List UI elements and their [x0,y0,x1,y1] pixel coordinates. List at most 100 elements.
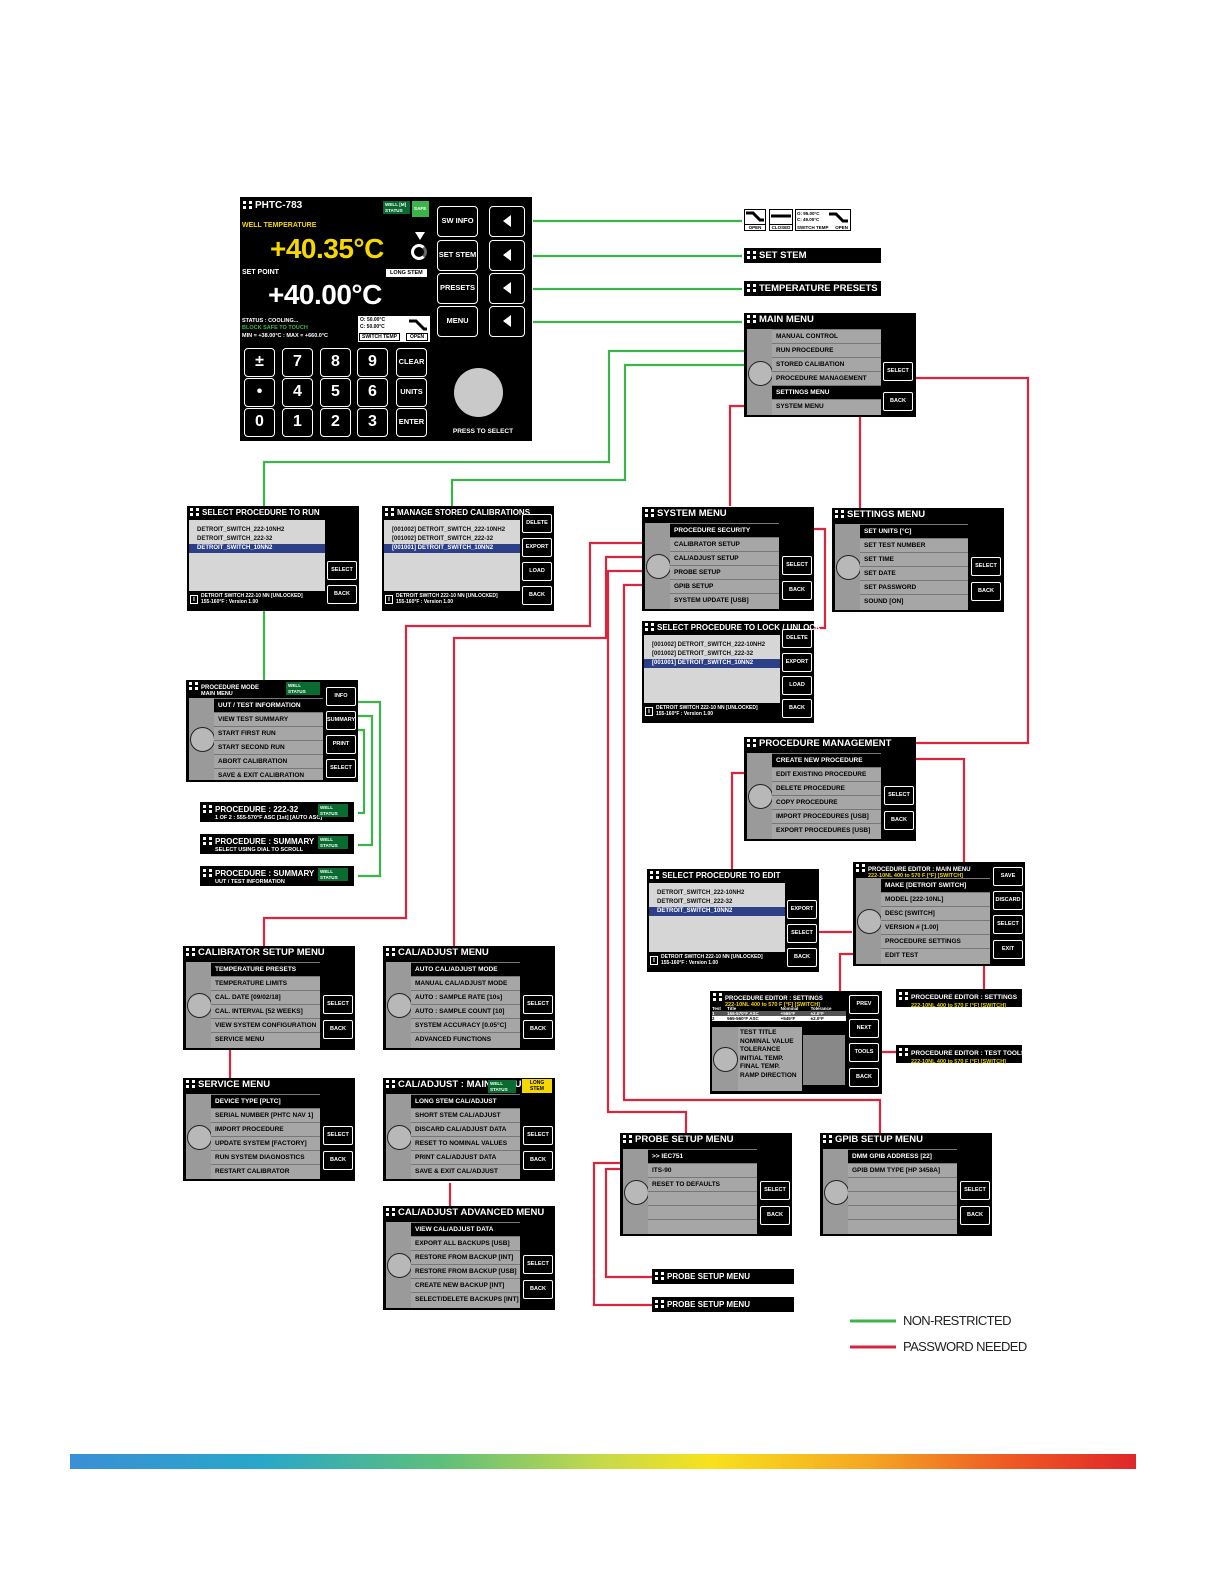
select-button[interactable]: SELECT [782,556,812,575]
menu-item[interactable]: GPIB SETUP [670,579,779,593]
menu-item[interactable]: EXPORT ALL BACKUPS [USB] [411,1236,520,1250]
back-button[interactable]: BACK [960,1206,990,1225]
set-stem-button[interactable]: SET STEM [437,240,478,271]
select-button[interactable]: SELECT [523,1126,553,1145]
settings-list-item[interactable]: FINAL TEMP. [740,1063,780,1070]
menu-item[interactable]: PROCEDURE SECURITY [670,523,779,537]
select-button[interactable]: SELECT [323,1126,353,1145]
menu-item[interactable]: SETTINGS MENU [772,385,881,399]
select-button[interactable]: SELECT [523,995,553,1014]
menu-item[interactable]: CAL. INTERVAL [52 WEEKS] [211,1004,320,1018]
menu-item[interactable]: SET UNITS [°C] [860,524,968,538]
select-button[interactable]: SELECT [993,915,1023,934]
menu-item[interactable]: RESTORE FROM BACKUP [INT] [411,1250,520,1264]
menu-item[interactable]: DEVICE TYPE [PLTC] [211,1094,320,1108]
back-button[interactable]: BACK [523,1151,553,1170]
menu-item[interactable]: SET PASSWORD [860,580,968,594]
menu-item[interactable]: SYSTEM ACCURACY [0.05°C] [411,1018,520,1032]
menu-item[interactable]: START SECOND RUN [214,740,323,754]
list-item[interactable]: [001002] DETROIT_SWITCH_222-10NH2 [652,642,766,648]
zero-key[interactable]: 0 [244,408,275,437]
export-button[interactable]: EXPORT [782,653,812,672]
menu-item[interactable]: SERIAL NUMBER [PHTC NAV 1] [211,1108,320,1122]
back-button[interactable]: BACK [523,1280,553,1299]
menu-item[interactable] [848,1177,957,1191]
decimal-key[interactable]: • [244,378,275,407]
list-item[interactable]: DETROIT_SWITCH_222-10NH2 [657,890,745,896]
menu-item[interactable]: IMPORT PROCEDURE [211,1122,320,1136]
delete-button[interactable]: DELETE [522,514,552,533]
menu-item[interactable]: START FIRST RUN [214,726,323,740]
select-button[interactable]: SELECT [523,1255,553,1274]
menu-item[interactable]: PROCEDURE MANAGEMENT [772,371,881,385]
back-button[interactable]: BACK [884,811,914,830]
three-key[interactable]: 3 [357,408,388,437]
menu-item[interactable]: ABORT CALIBRATION [214,754,323,768]
menu-item[interactable] [648,1219,757,1233]
summary-button[interactable]: SUMMARY [326,711,356,730]
list-item[interactable]: [001001] DETROIT_SWITCH_10NN2 [384,544,520,553]
menu-item[interactable]: PROCEDURE SETTINGS [881,934,990,948]
menu-item[interactable]: DELETE PROCEDURE [772,781,881,795]
menu-item[interactable]: VIEW TEST SUMMARY [214,712,323,726]
save-button[interactable]: SAVE [993,867,1023,886]
menu-item[interactable]: EDIT EXISTING PROCEDURE [772,767,881,781]
menu-item[interactable]: AUTO CAL/ADJUST MODE [411,962,520,976]
menu-item[interactable]: EXPORT PROCEDURES [USB] [772,823,881,837]
exit-button[interactable]: EXIT [993,940,1023,959]
menu-item[interactable]: GPIB DMM TYPE [HP 3458A] [848,1163,957,1177]
back-button[interactable]: BACK [849,1068,879,1087]
settings-list-item[interactable]: TEST TITLE [740,1029,777,1036]
menu-item[interactable]: TEMPERATURE LIMITS [211,976,320,990]
back-button[interactable]: BACK [782,699,812,718]
menu-item[interactable]: RESET TO NOMINAL VALUES [411,1136,520,1150]
list-item[interactable]: DETROIT_SWITCH_222-32 [197,536,273,542]
menu-item[interactable]: CAL. DATE [09/02/18] [211,990,320,1004]
select-button[interactable]: SELECT [971,557,1001,576]
four-key[interactable]: 4 [282,378,313,407]
menu-item[interactable]: MODEL [222-10NL] [881,892,990,906]
list-item[interactable]: DETROIT_SWITCH_10NN2 [189,544,325,553]
select-button[interactable]: SELECT [787,924,817,943]
discard-button[interactable]: DISCARD [993,891,1023,910]
menu-item[interactable]: CREATE NEW BACKUP [INT] [411,1278,520,1292]
set-stem-arrow[interactable] [489,240,525,271]
print-button[interactable]: PRINT [326,735,356,754]
menu-item[interactable] [848,1219,957,1233]
menu-item[interactable]: SHORT STEM CAL/ADJUST [411,1108,520,1122]
settings-list-item[interactable]: TOLERANCE [740,1046,781,1053]
next-button[interactable]: NEXT [849,1019,879,1038]
eight-key[interactable]: 8 [320,348,351,377]
sw-info-arrow[interactable] [489,206,525,237]
back-button[interactable]: BACK [760,1206,790,1225]
menu-item[interactable]: DESC [SWITCH] [881,906,990,920]
presets-arrow[interactable] [489,273,525,304]
menu-button[interactable]: MENU [437,306,478,337]
menu-item[interactable]: CREATE NEW PROCEDURE [772,753,881,767]
menu-item[interactable]: RESTART CALIBRATOR [211,1164,320,1178]
menu-item[interactable]: AUTO : SAMPLE RATE [10s] [411,990,520,1004]
prev-button[interactable]: PREV [849,995,879,1014]
select-button[interactable]: SELECT [760,1181,790,1200]
seven-key[interactable]: 7 [282,348,313,377]
presets-button[interactable]: PRESETS [437,273,478,304]
plus-minus-key[interactable]: ± [244,348,275,377]
menu-item[interactable]: SAVE & EXIT CALIBRATION [214,768,323,782]
menu-item[interactable]: SAVE & EXIT CAL/ADJUST [411,1164,520,1178]
back-button[interactable]: BACK [323,1020,353,1039]
one-key[interactable]: 1 [282,408,313,437]
list-item[interactable]: DETROIT_SWITCH_222-10NH2 [197,527,285,533]
list-item[interactable]: [001002] DETROIT_SWITCH_222-10NH2 [392,527,506,533]
menu-item[interactable]: RUN SYSTEM DIAGNOSTICS [211,1150,320,1164]
select-button[interactable]: SELECT [960,1181,990,1200]
back-button[interactable]: BACK [327,585,357,604]
select-button[interactable]: SELECT [326,759,356,778]
back-button[interactable]: BACK [782,581,812,600]
back-button[interactable]: BACK [323,1151,353,1170]
menu-item[interactable] [648,1205,757,1219]
sw-info-button[interactable]: SW INFO [437,206,478,237]
info-icon[interactable]: i [385,594,393,604]
menu-item[interactable]: VIEW SYSTEM CONFIGURATION [211,1018,320,1032]
menu-item[interactable]: RUN PROCEDURE [772,343,881,357]
menu-item[interactable]: UUT / TEST INFORMATION [214,698,323,712]
